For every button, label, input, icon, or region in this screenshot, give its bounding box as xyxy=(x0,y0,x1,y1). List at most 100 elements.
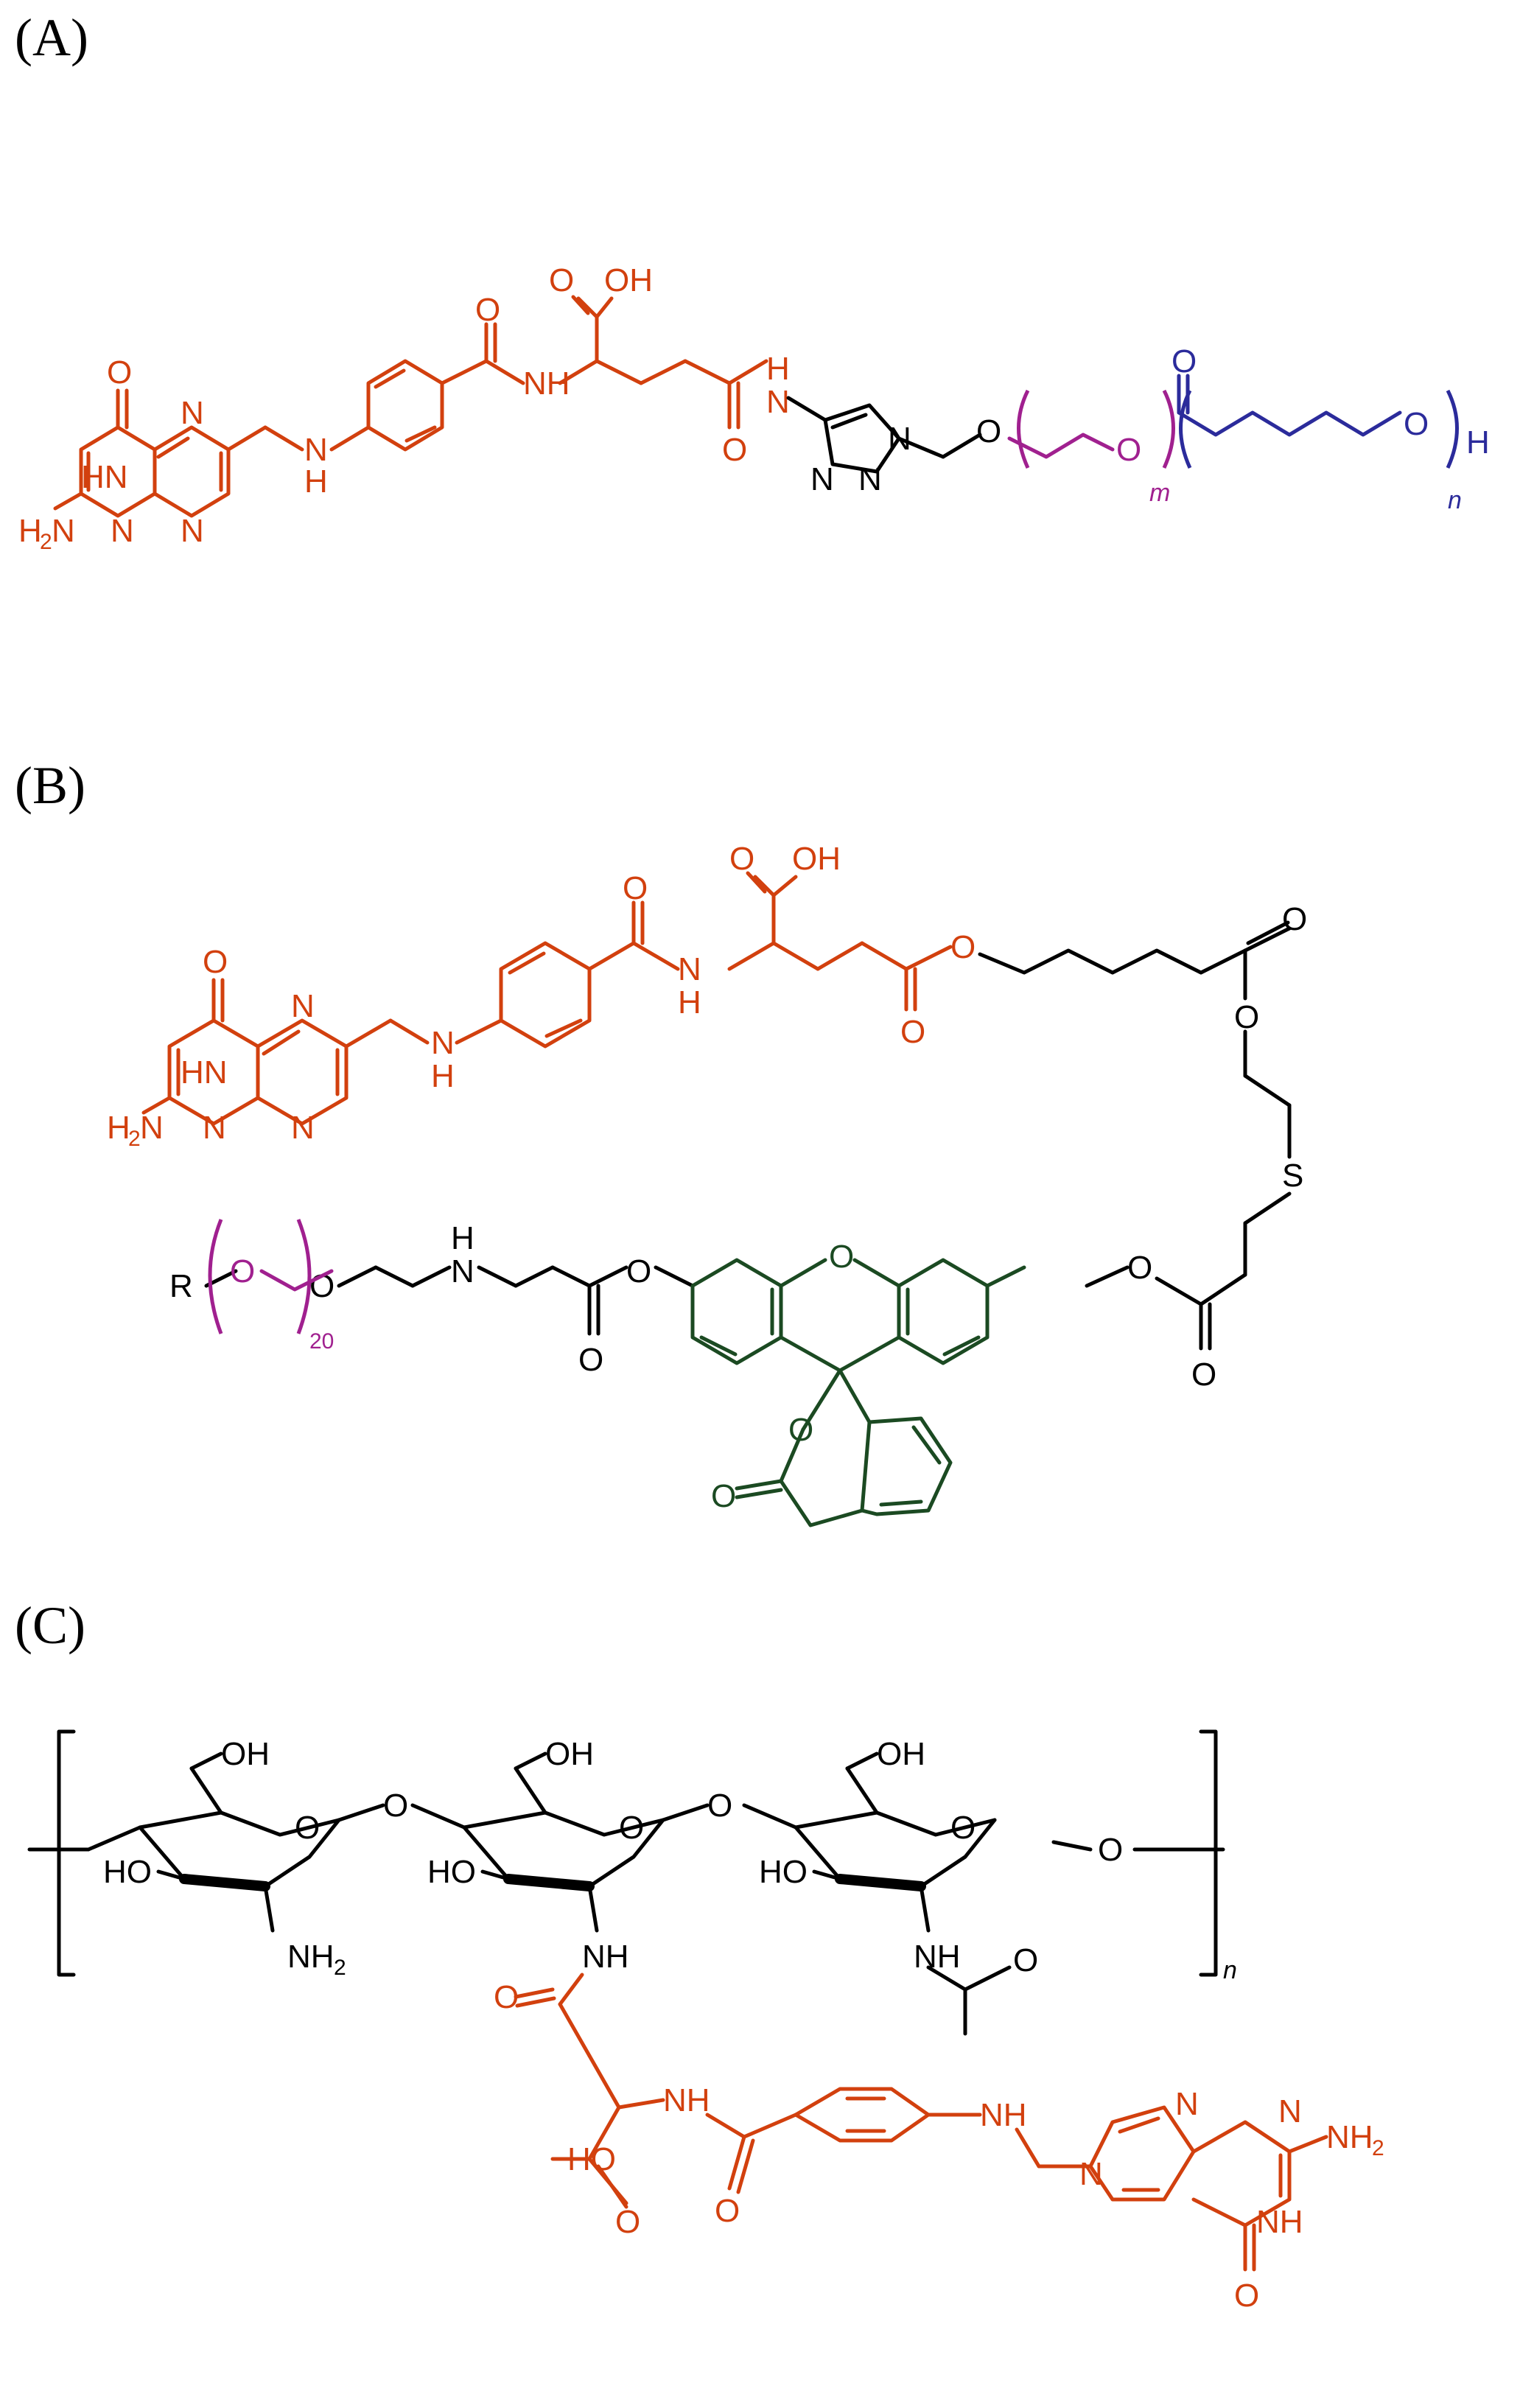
svg-text:R: R xyxy=(169,1268,193,1304)
svg-text:O: O xyxy=(829,1239,854,1275)
svg-text:O: O xyxy=(623,870,648,906)
pcl-block-a xyxy=(1177,374,1459,469)
svg-text:O: O xyxy=(1404,406,1429,442)
panel-a-structure: O HN H 2 N N N N N H O NH O OH O H N xyxy=(18,262,1490,554)
folate-atoms-a: O HN H 2 N N N N N H O NH O OH O H N xyxy=(18,262,790,554)
svg-text:O: O xyxy=(1013,1942,1038,1978)
svg-text:O: O xyxy=(1171,343,1197,379)
linker-atoms-b: O O S O O N H O O R O xyxy=(169,901,1307,1393)
svg-text:O: O xyxy=(1282,901,1307,937)
svg-text:NH: NH xyxy=(1256,2204,1303,2240)
svg-text:O: O xyxy=(1116,432,1141,468)
svg-text:N: N xyxy=(181,395,204,431)
svg-text:NH: NH xyxy=(523,365,570,402)
svg-text:O: O xyxy=(494,1979,519,2015)
svg-text:N: N xyxy=(291,988,315,1024)
svg-text:N: N xyxy=(52,513,75,549)
svg-text:O: O xyxy=(1234,999,1259,1035)
svg-text:O: O xyxy=(578,1342,603,1378)
svg-text:NH: NH xyxy=(582,1939,629,1975)
svg-text:O: O xyxy=(950,1810,976,1846)
svg-text:O: O xyxy=(107,354,132,391)
svg-text:O: O xyxy=(475,292,500,328)
svg-text:H: H xyxy=(431,1058,455,1094)
svg-text:O: O xyxy=(707,1788,732,1824)
chitosan-backbone xyxy=(86,1751,1181,2036)
svg-text:N: N xyxy=(431,1025,455,1061)
linker-chain-b xyxy=(204,920,1292,1351)
svg-text:HO: HO xyxy=(103,1854,152,1890)
panel-c-structure: n xyxy=(27,1729,1384,2314)
svg-text:O: O xyxy=(1234,2278,1259,2314)
svg-text:H: H xyxy=(766,351,790,387)
svg-text:S: S xyxy=(1282,1158,1303,1194)
svg-text:O: O xyxy=(309,1268,335,1304)
folate-moiety-b xyxy=(141,871,953,1126)
panel-label-c: (C) xyxy=(15,1596,85,1655)
svg-text:HN: HN xyxy=(181,1054,228,1091)
svg-text:NH: NH xyxy=(287,1939,335,1975)
svg-text:O: O xyxy=(1098,1832,1123,1868)
svg-text:O: O xyxy=(549,262,574,298)
svg-text:H: H xyxy=(451,1220,474,1256)
peg-atoms-b: O 20 xyxy=(230,1253,334,1354)
polymer-brackets xyxy=(27,1729,1225,1977)
bracket-label: n xyxy=(1223,1956,1237,1984)
svg-text:N: N xyxy=(304,432,328,468)
svg-text:N: N xyxy=(678,951,701,987)
svg-text:H: H xyxy=(304,463,328,500)
peg-atoms-a: O m xyxy=(1116,432,1170,507)
folate-atoms-c: O NH HO O O NH N N N NH 2 NH O xyxy=(494,1979,1384,2314)
svg-text:N: N xyxy=(451,1253,474,1289)
svg-text:2: 2 xyxy=(128,1127,141,1151)
folate-atoms-b: O HN H 2 N N N N N H O N H O OH O O xyxy=(107,841,976,1151)
svg-text:N: N xyxy=(203,1110,226,1146)
svg-text:N: N xyxy=(810,461,834,497)
svg-text:O: O xyxy=(788,1412,813,1448)
svg-text:O: O xyxy=(976,413,1001,449)
svg-text:NH: NH xyxy=(980,2097,1027,2133)
svg-text:H: H xyxy=(1466,424,1490,461)
svg-text:OH: OH xyxy=(877,1736,925,1772)
svg-text:O: O xyxy=(711,1478,736,1514)
svg-text:N: N xyxy=(858,461,882,497)
svg-text:O: O xyxy=(383,1788,408,1824)
svg-text:n: n xyxy=(1448,486,1462,514)
triazole-linker-a xyxy=(786,396,982,474)
panel-label-b: (B) xyxy=(15,756,85,815)
svg-text:NH: NH xyxy=(1326,2119,1373,2155)
svg-text:O: O xyxy=(715,2193,740,2229)
svg-text:O: O xyxy=(203,944,228,980)
svg-text:HN: HN xyxy=(81,459,128,495)
svg-text:O: O xyxy=(230,1253,255,1289)
svg-text:N: N xyxy=(1278,2093,1302,2129)
svg-text:O: O xyxy=(900,1014,925,1050)
peg-block-b xyxy=(208,1219,334,1334)
svg-text:HO: HO xyxy=(567,2141,616,2177)
pcl-atoms-a: O O n H xyxy=(1171,343,1490,514)
svg-text:O: O xyxy=(1127,1250,1152,1286)
svg-text:m: m xyxy=(1149,479,1170,507)
peg-block-a xyxy=(1007,389,1175,469)
svg-text:HO: HO xyxy=(427,1854,476,1890)
svg-text:O: O xyxy=(619,1810,644,1846)
svg-text:20: 20 xyxy=(309,1329,334,1354)
fluorescein-moiety xyxy=(690,1258,1026,1527)
svg-text:N: N xyxy=(888,421,911,457)
svg-text:HO: HO xyxy=(759,1854,808,1890)
panel-b-structure: O HN H 2 N N N N N H O N H O OH O O xyxy=(107,841,1307,1527)
svg-text:N: N xyxy=(140,1110,164,1146)
svg-text:N: N xyxy=(181,513,204,549)
svg-text:OH: OH xyxy=(792,841,841,877)
svg-text:H: H xyxy=(107,1110,130,1146)
svg-text:O: O xyxy=(295,1810,320,1846)
folate-moiety-c xyxy=(514,1973,1328,2272)
svg-text:N: N xyxy=(766,384,790,420)
fluorescein-atoms: O O O xyxy=(711,1239,854,1514)
svg-text:OH: OH xyxy=(604,262,653,298)
svg-text:N: N xyxy=(111,513,134,549)
svg-text:OH: OH xyxy=(221,1736,270,1772)
triazole-atoms-a: N N N O xyxy=(810,413,1001,497)
svg-text:NH: NH xyxy=(914,1939,961,1975)
